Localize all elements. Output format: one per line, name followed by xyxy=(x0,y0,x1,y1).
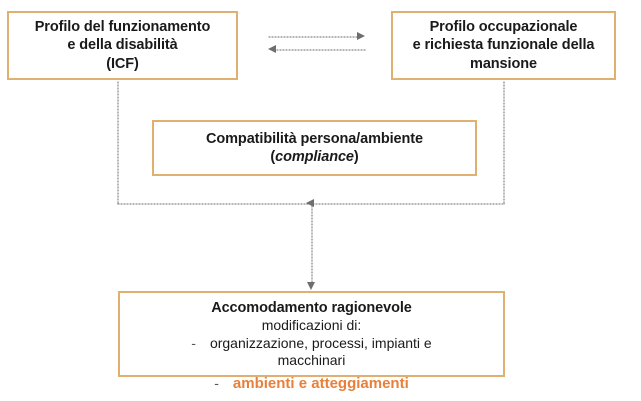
node-accommodation-title: Accomodamento ragionevole xyxy=(211,300,412,316)
node-icf-line-3: (ICF) xyxy=(106,55,139,72)
paren-close: ) xyxy=(353,149,359,165)
dotted-line-vertical-center xyxy=(311,205,313,283)
arrow-right-icon xyxy=(357,32,365,40)
node-compatibilita-persona-ambiente: Compatibilità persona/ambiente (complian… xyxy=(152,120,477,176)
node-profilo-funzionamento-icf: Profilo del funzionamento e della disabi… xyxy=(7,11,238,80)
bullet-dash-2: - xyxy=(214,375,219,391)
node-accomodamento-ragionevole: Accomodamento ragionevole modificazioni … xyxy=(118,291,505,392)
dotted-line-leftward xyxy=(276,49,366,51)
node-accommodation-subtitle: modificazioni di: xyxy=(261,317,362,334)
paren-open: ( xyxy=(270,149,276,165)
compliance-term: compliance xyxy=(275,149,354,165)
arrow-left-icon xyxy=(268,45,276,53)
node-icf-line-2: e della disabilità xyxy=(67,37,178,54)
node-compatibility-line-2: (compliance) xyxy=(154,148,475,166)
node-accommodation-bullet-1: - organizzazione, processi, impianti e xyxy=(120,335,503,353)
dotted-line-vertical-left xyxy=(117,81,119,204)
node-compatibility-line-1: Compatibilità persona/ambiente xyxy=(206,130,423,147)
bullet-1-text: organizzazione, processi, impianti e xyxy=(209,334,432,351)
bullet-2-text-highlight: ambienti e atteggiamenti xyxy=(232,375,409,392)
node-icf-line-1: Profilo del funzionamento xyxy=(34,19,211,36)
node-profilo-occupazionale: Profilo occupazionale e richiesta funzio… xyxy=(391,11,616,80)
dotted-line-rightward xyxy=(268,36,358,38)
node-accommodation-bullet-2: - ambienti e atteggiamenti xyxy=(120,375,503,394)
node-occupational-line-1: Profilo occupazionale xyxy=(429,19,578,36)
bullet-1-text-wrap: macchinari xyxy=(277,352,346,369)
node-occupational-line-2: e richiesta funzionale della xyxy=(412,37,595,54)
arrow-down-icon xyxy=(307,282,315,290)
dotted-line-horizontal-bus xyxy=(117,203,505,205)
node-occupational-line-3: mansione xyxy=(470,55,537,72)
bullet-dash-1: - xyxy=(191,334,196,351)
arrow-left-junction-icon xyxy=(306,199,314,207)
dotted-line-vertical-right xyxy=(503,81,505,204)
